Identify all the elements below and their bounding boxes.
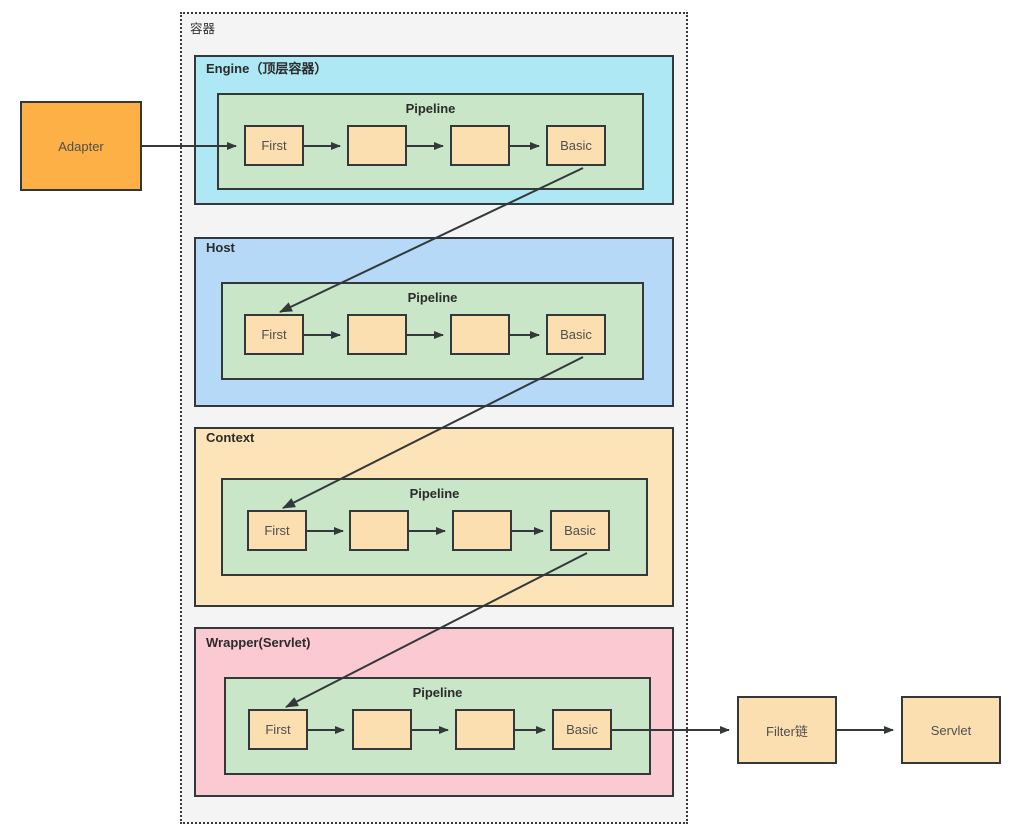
container-label: 容器 [190,22,216,36]
pipeline-engine-label: Pipeline [405,101,456,116]
valve-engine-2[interactable] [347,125,407,166]
filter-chain-box[interactable]: Filter链 [737,696,837,764]
valve-host-basic[interactable]: Basic [546,314,606,355]
valve-engine-basic[interactable]: Basic [546,125,606,166]
adapter-box[interactable]: Adapter [20,101,142,191]
filter-chain-label: Filter链 [766,723,808,739]
pipeline-host-label: Pipeline [407,290,458,305]
valve-label: First [265,722,291,737]
valve-label: Basic [560,138,592,153]
valve-label: First [261,327,287,342]
servlet-label: Servlet [930,722,972,738]
valve-wrapper-2[interactable] [352,709,412,750]
valve-label: Basic [560,327,592,342]
valve-context-2[interactable] [349,510,409,551]
valve-wrapper-first[interactable]: First [248,709,308,750]
valve-host-first[interactable]: First [244,314,304,355]
servlet-box[interactable]: Servlet [901,696,1001,764]
valve-engine-3[interactable] [450,125,510,166]
valve-wrapper-3[interactable] [455,709,515,750]
level-context-label: Context [206,430,255,445]
valve-host-2[interactable] [347,314,407,355]
valve-wrapper-basic[interactable]: Basic [552,709,612,750]
valve-engine-first[interactable]: First [244,125,304,166]
adapter-label: Adapter [58,138,104,154]
valve-context-first[interactable]: First [247,510,307,551]
valve-label: First [264,523,290,538]
valve-label: Basic [564,523,596,538]
valve-host-3[interactable] [450,314,510,355]
level-engine-label: Engine（顶层容器） [206,61,328,76]
level-wrapper-label: Wrapper(Servlet) [206,635,311,650]
valve-context-basic[interactable]: Basic [550,510,610,551]
pipeline-context-label: Pipeline [409,486,460,501]
valve-context-3[interactable] [452,510,512,551]
valve-label: First [261,138,287,153]
valve-label: Basic [566,722,598,737]
pipeline-wrapper-label: Pipeline [412,685,463,700]
level-host-label: Host [206,240,235,255]
